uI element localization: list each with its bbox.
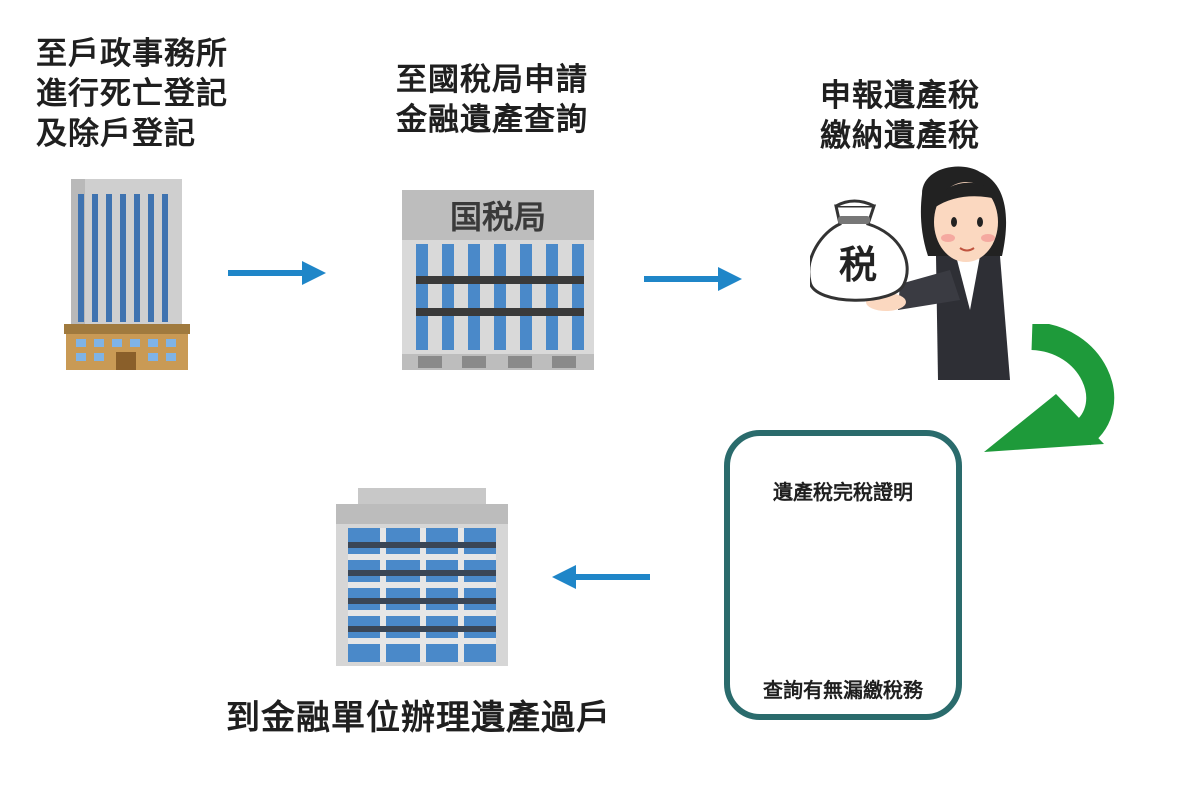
final-step-label: 到金融單位辦理遺產過戶 <box>226 698 611 738</box>
certificate-card-top-text: 遺產稅完稅證明 <box>773 480 913 504</box>
woman-holding-tax-bag-icon: 税 <box>810 166 1010 380</box>
arrow-right-icon-1 <box>228 261 326 285</box>
step1-label: 至戶政事務所 進行死亡登記 及除戶登記 <box>36 34 228 154</box>
arrow-left-icon <box>552 565 650 589</box>
step3-label-line1: 申報遺產稅 <box>820 78 980 114</box>
step2-label-line1: 至國稅局申請 <box>396 62 588 98</box>
step1-label-line2: 進行死亡登記 <box>36 76 228 112</box>
step2-label: 至國稅局申請 金融遺產查詢 <box>396 60 588 140</box>
step1-label-line3: 及除戶登記 <box>36 116 196 152</box>
curved-arrow-icon <box>984 324 1115 452</box>
certificate-card: 遺產稅完稅證明 查詢有無漏繳稅務 <box>724 430 962 720</box>
tax-bureau-building-icon: 国税局 <box>402 190 594 370</box>
tax-bureau-sign: 国税局 <box>450 198 546 236</box>
step3-label: 申報遺產稅 繳納遺產稅 <box>820 76 980 156</box>
step2-label-line2: 金融遺產查詢 <box>396 102 588 138</box>
arrow-right-icon-2 <box>644 267 742 291</box>
step1-label-line1: 至戶政事務所 <box>36 36 228 72</box>
bank-building-icon <box>336 488 508 666</box>
certificate-card-bottom-text: 查詢有無漏繳稅務 <box>763 678 923 702</box>
step3-label-line2: 繳納遺產稅 <box>820 118 980 154</box>
bag-tax-text: 税 <box>839 243 877 287</box>
office-building-icon <box>64 179 190 370</box>
